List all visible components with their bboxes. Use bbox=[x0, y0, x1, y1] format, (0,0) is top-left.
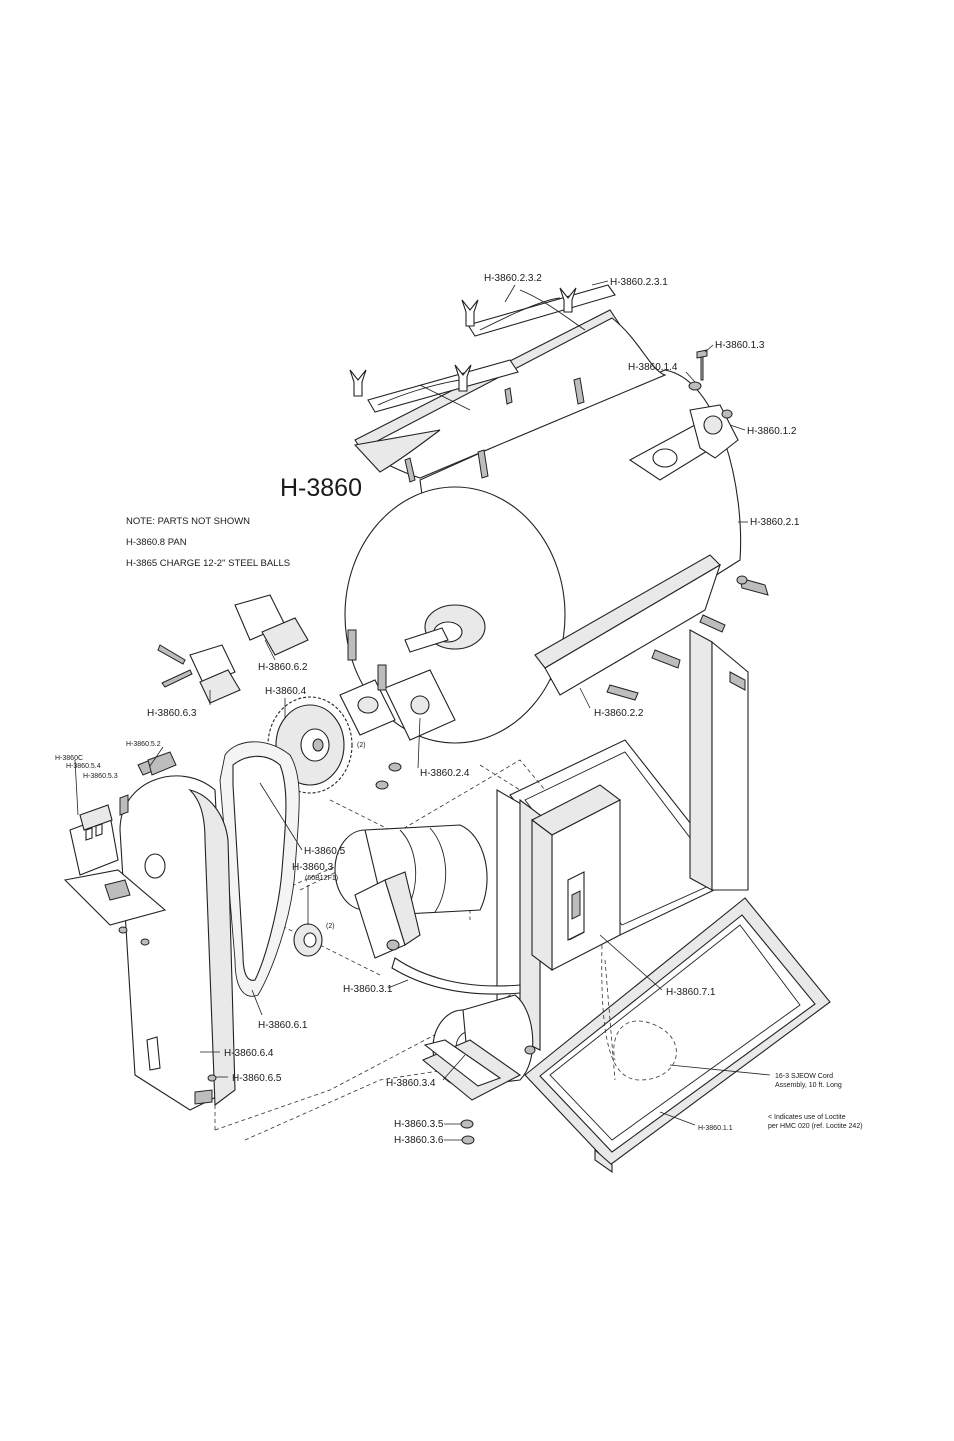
label-6-3: H-3860.6.3 bbox=[147, 708, 197, 719]
note-line-2: H-3860.8 PAN bbox=[126, 537, 187, 548]
label-3-1: H-3860.3.1 bbox=[343, 984, 393, 995]
label-3-code: (60B12F1) bbox=[305, 875, 338, 882]
electrical-box bbox=[530, 784, 622, 972]
loctite-note-1: < Indicates use of Loctite bbox=[768, 1114, 846, 1121]
qty-sprocket: (2) bbox=[326, 923, 335, 930]
label-4: H-3860.4 bbox=[265, 686, 307, 697]
label-7-1: H-3860.7.1 bbox=[666, 987, 716, 998]
power-cord bbox=[601, 944, 677, 1081]
label-2-3-2: H-3860.2.3.2 bbox=[484, 273, 542, 284]
diagram-text: H-3860 NOTE: PARTS NOT SHOWN H-3860.8 PA… bbox=[55, 273, 863, 1146]
cord-note-1: 16-3 SJEOW Cord bbox=[775, 1073, 833, 1080]
loctite-note-2: per HMC 020 (ref. Loctite 242) bbox=[768, 1123, 863, 1130]
label-6-1: H-3860.6.1 bbox=[258, 1020, 308, 1031]
label-3860c: H-3860C bbox=[55, 755, 83, 762]
label-1-2: H-3860.1.2 bbox=[747, 426, 797, 437]
leader-lines bbox=[74, 280, 771, 1141]
label-1-1: H-3860.1.1 bbox=[698, 1125, 733, 1132]
chain-links bbox=[157, 594, 309, 704]
label-1-3: H-3860.1.3 bbox=[715, 340, 765, 351]
lid-clamp-parts bbox=[349, 284, 616, 483]
diagram-title: H-3860 bbox=[280, 474, 362, 502]
label-3-5: H-3860.3.5 bbox=[394, 1119, 444, 1130]
label-3-6: H-3860.3.6 bbox=[394, 1135, 444, 1146]
label-2-1: H-3860.2.1 bbox=[750, 517, 800, 528]
label-2-3-1: H-3860.2.3.1 bbox=[610, 277, 668, 288]
label-2-4: H-3860.2.4 bbox=[420, 768, 470, 779]
label-3: H-3860.3 bbox=[292, 862, 334, 873]
cord-note-2: Assembly, 10 ft. Long bbox=[775, 1082, 842, 1089]
switch-bracket bbox=[63, 751, 177, 946]
chain-guard bbox=[119, 775, 236, 1111]
label-1-4: H-3860.1.4 bbox=[628, 362, 678, 373]
fasteners bbox=[339, 349, 769, 1145]
roller-chain bbox=[219, 741, 300, 997]
label-3-4: H-3860.3.4 bbox=[386, 1078, 436, 1089]
frame-stand bbox=[496, 629, 831, 1174]
note-line-1: NOTE: PARTS NOT SHOWN bbox=[126, 516, 250, 527]
label-5-3: H-3860.5.3 bbox=[83, 773, 118, 780]
note-line-3: H-3865 CHARGE 12-2" STEEL BALLS bbox=[126, 558, 290, 569]
label-5: H-3860.5 bbox=[304, 846, 346, 857]
motor-assembly bbox=[334, 824, 536, 1101]
qty-bearing: (2) bbox=[357, 742, 366, 749]
label-5-2: H-3860.5.2 bbox=[126, 741, 161, 748]
label-5-4: H-3860.5.4 bbox=[66, 763, 101, 770]
label-6-2: H-3860.6.2 bbox=[258, 662, 308, 673]
motor-sprocket bbox=[293, 923, 323, 957]
label-2-2: H-3860.2.2 bbox=[594, 708, 644, 719]
tumbler-drum bbox=[344, 309, 742, 744]
label-6-5: H-3860.6.5 bbox=[232, 1073, 282, 1084]
label-6-4: H-3860.6.4 bbox=[224, 1048, 274, 1059]
